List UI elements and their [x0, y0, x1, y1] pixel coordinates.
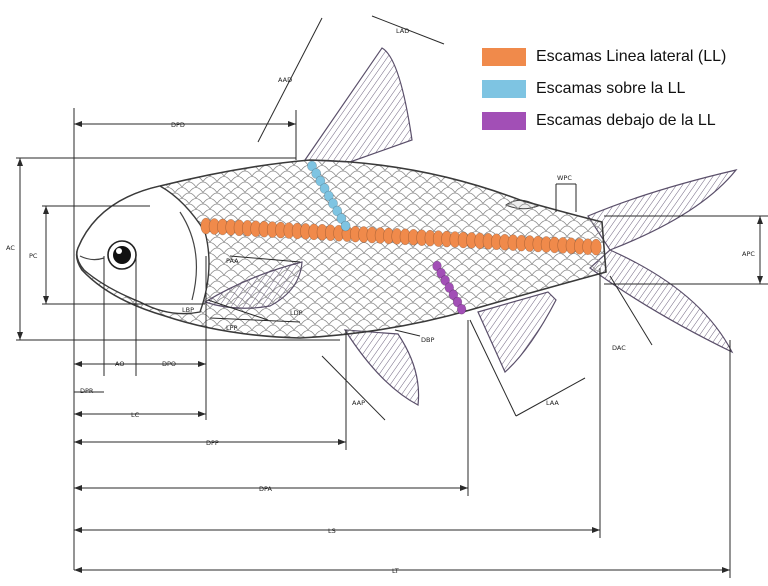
legend-label: Escamas sobre la LL	[536, 80, 685, 98]
label-dpr: DPR	[80, 387, 94, 395]
label-lpp: LPP	[226, 324, 238, 332]
label-dpo: DPO	[162, 360, 176, 368]
caudal-fin-upper	[588, 170, 736, 250]
legend-item-lateral-line: Escamas Linea lateral (LL)	[482, 42, 764, 72]
legend-swatch-orange	[482, 48, 526, 66]
label-dbp: DBP	[421, 336, 434, 344]
eye-pupil	[113, 246, 131, 264]
label-wpc: WPC	[557, 174, 572, 182]
label-pc: PC	[29, 252, 38, 260]
label-dpd: DPD	[171, 121, 185, 129]
legend-label: Escamas Linea lateral (LL)	[536, 48, 726, 66]
eye-highlight	[116, 248, 122, 254]
label-aap: AAP	[352, 399, 365, 407]
legend-label: Escamas debajo de la LL	[536, 112, 716, 130]
label-dac: DAC	[612, 344, 626, 352]
label-ldp: LDP	[290, 309, 303, 317]
label-ac: AC	[6, 244, 15, 252]
below-ll-scale	[457, 304, 466, 314]
label-lbp: LBP	[182, 306, 194, 314]
label-dpp: DPP	[206, 439, 219, 447]
label-paa: PAA	[226, 257, 239, 265]
ll-scale	[591, 239, 601, 255]
label-laa: LAA	[546, 399, 559, 407]
legend-item-below-ll: Escamas debajo de la LL	[482, 106, 764, 136]
label-ls: LS	[328, 527, 336, 535]
legend-swatch-purple	[482, 112, 526, 130]
label-apc: APC	[742, 250, 755, 258]
label-aad: AAD	[278, 76, 292, 84]
legend-swatch-blue	[482, 80, 526, 98]
pelvic-fin	[345, 330, 419, 405]
label-ao: AO	[115, 360, 124, 368]
label-lt: LT	[392, 567, 399, 575]
caudal-fin-lower	[590, 250, 732, 352]
label-dpa: DPA	[259, 485, 273, 493]
above-ll-scale	[341, 221, 350, 231]
label-lad: LAD	[396, 27, 409, 35]
label-lc: LC	[131, 411, 140, 419]
legend-item-above-ll: Escamas sobre la LL	[482, 74, 764, 104]
dorsal-fin	[305, 48, 412, 162]
legend: Escamas Linea lateral (LL) Escamas sobre…	[482, 42, 764, 138]
